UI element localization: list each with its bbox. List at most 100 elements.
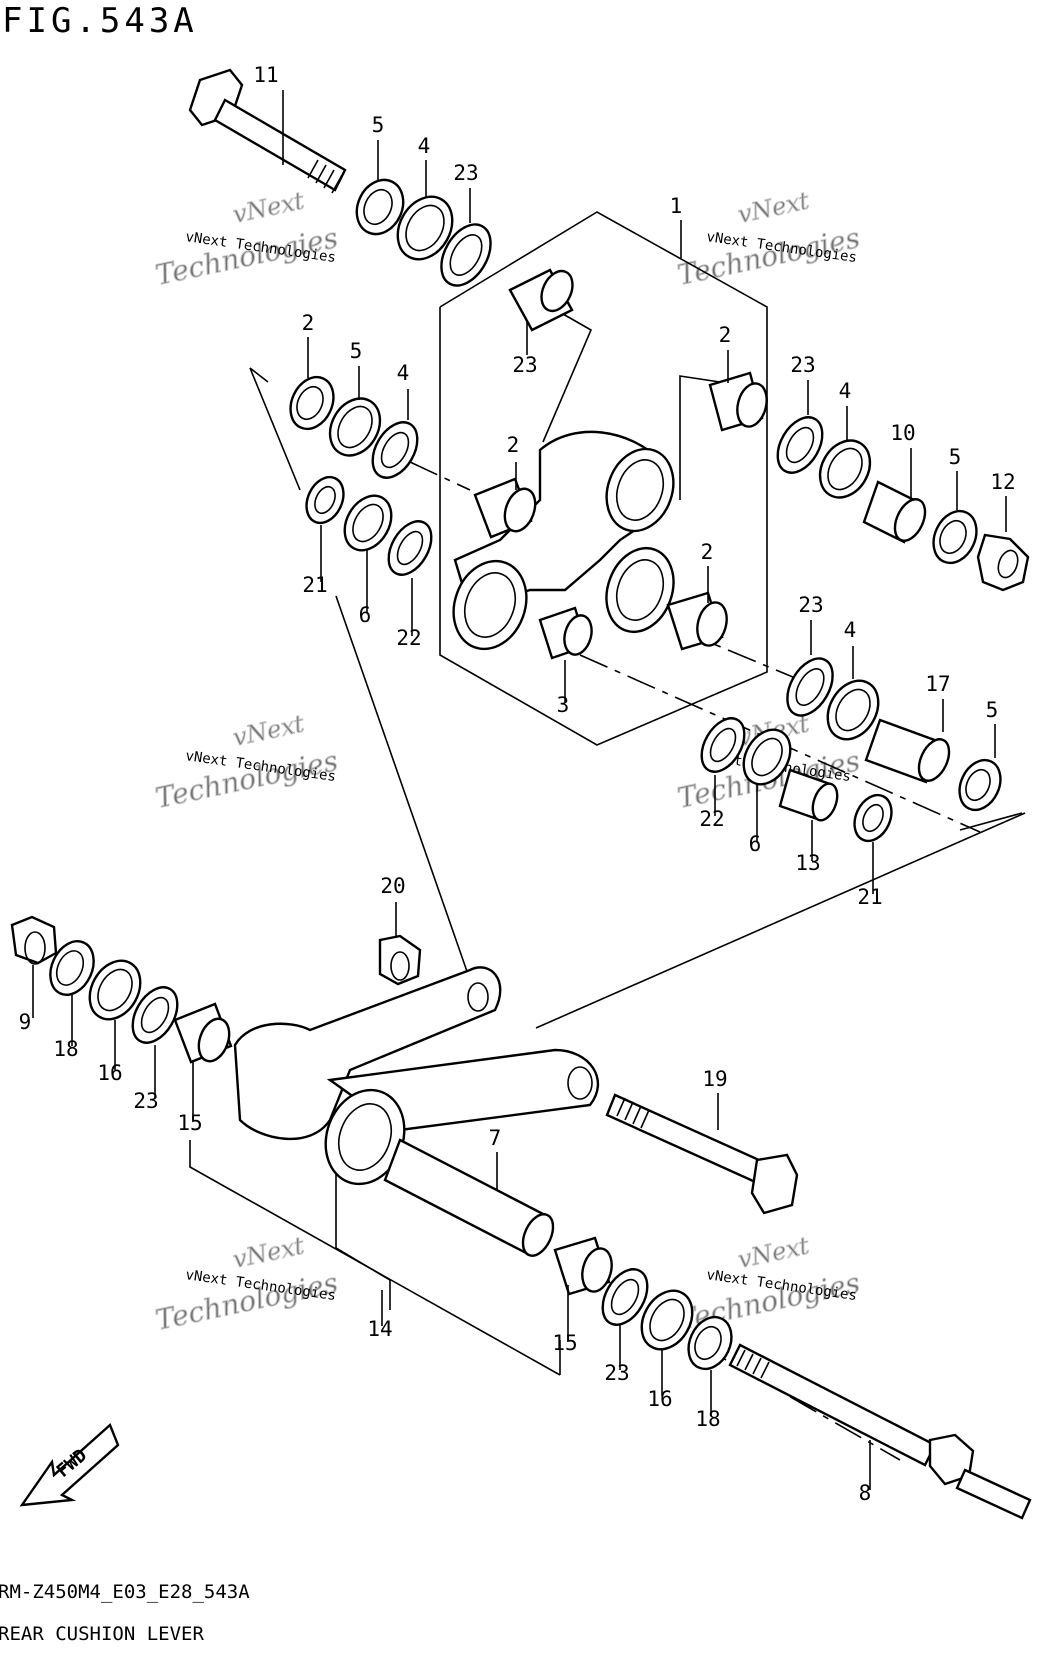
fwd-arrow-icon: FWD xyxy=(19,1422,120,1507)
washer-23-lower-right[interactable] xyxy=(594,1262,657,1333)
svg-text:vNext: vNext xyxy=(735,1231,812,1273)
collar-10[interactable] xyxy=(862,480,931,545)
collar-5-right-top[interactable] xyxy=(925,504,984,570)
bearing-2-c[interactable] xyxy=(473,477,541,539)
bolt-11[interactable] xyxy=(188,68,347,194)
callout-label-2: 2 xyxy=(719,323,732,347)
callout-label-15: 15 xyxy=(552,1331,577,1355)
callout-label-6: 6 xyxy=(359,603,372,627)
seal-16-right[interactable] xyxy=(632,1282,703,1359)
callout-label-4: 4 xyxy=(844,618,857,642)
seal-6-right[interactable] xyxy=(734,721,799,792)
cushion-lever-1[interactable] xyxy=(442,430,685,659)
bracket-14-stem xyxy=(335,1162,391,1310)
callout-label-13: 13 xyxy=(795,851,820,875)
callout-label-7: 7 xyxy=(489,1126,502,1150)
svg-text:vNext: vNext xyxy=(230,186,307,228)
bearing-15-left[interactable] xyxy=(173,1002,235,1065)
washer-23-right-top[interactable] xyxy=(769,410,832,481)
nut-12[interactable] xyxy=(976,533,1030,592)
collar-17[interactable] xyxy=(864,718,955,785)
callout-label-17: 17 xyxy=(925,672,950,696)
cushion-rod-14[interactable] xyxy=(233,966,600,1195)
washer-22-left[interactable] xyxy=(380,514,440,582)
callout-label-9: 9 xyxy=(19,1010,32,1034)
callout-label-6: 6 xyxy=(749,832,762,856)
callout-label-4: 4 xyxy=(418,134,431,158)
callout-label-4: 4 xyxy=(839,379,852,403)
left-phantom-bracket-tip xyxy=(249,367,269,383)
washer-21-right[interactable] xyxy=(847,789,898,847)
collar-7[interactable] xyxy=(383,1138,559,1260)
figure-caption: REAR CUSHION LEVER xyxy=(0,1623,204,1645)
washer-21-left[interactable] xyxy=(299,471,350,529)
upper-right-guide xyxy=(535,812,1026,1029)
washer-23-lower-left[interactable] xyxy=(124,980,187,1051)
callout-label-11: 11 xyxy=(253,63,278,87)
rod-bracket-14 xyxy=(189,1140,561,1376)
callout-label-23: 23 xyxy=(790,353,815,377)
callout-label-23: 23 xyxy=(133,1089,158,1113)
callout-label-15: 15 xyxy=(177,1111,202,1135)
callout-label-8: 8 xyxy=(859,1481,872,1505)
collar-5-top[interactable] xyxy=(348,172,412,241)
bearing-15-right[interactable] xyxy=(553,1236,616,1296)
callout-label-5: 5 xyxy=(372,113,385,137)
callout-label-2: 2 xyxy=(302,311,315,335)
callout-label-2: 2 xyxy=(701,540,714,564)
bolt-19[interactable] xyxy=(605,1093,799,1215)
bolt-8[interactable] xyxy=(728,1343,1032,1520)
bearing-3[interactable] xyxy=(538,606,596,660)
oil-seal-4-left[interactable] xyxy=(320,390,390,465)
left-phantom-bracket xyxy=(249,367,301,491)
svg-text:vNext: vNext xyxy=(735,186,812,228)
oil-seal-4-right-mid[interactable] xyxy=(818,672,889,749)
callout-label-18: 18 xyxy=(53,1037,78,1061)
seal-6-left[interactable] xyxy=(335,487,400,558)
callout-label-12: 12 xyxy=(990,470,1015,494)
callout-label-23: 23 xyxy=(453,161,478,185)
callout-label-5: 5 xyxy=(350,339,363,363)
callout-label-23: 23 xyxy=(512,353,537,377)
nut-9[interactable] xyxy=(10,915,58,965)
washer-23-right-mid[interactable] xyxy=(778,651,842,724)
figure-title: FIG.543A xyxy=(2,1,198,41)
collar-5-right-mid[interactable] xyxy=(952,753,1008,816)
bearing-2-d[interactable] xyxy=(666,591,731,651)
callout-label-16: 16 xyxy=(97,1061,122,1085)
model-code: RM-Z450M4_E03_E28_543A xyxy=(0,1581,250,1603)
washer-23-left[interactable] xyxy=(364,415,427,486)
svg-text:vNext: vNext xyxy=(230,709,307,751)
collar-13[interactable] xyxy=(778,768,842,824)
callout-label-22: 22 xyxy=(699,807,724,831)
washer-23-top[interactable] xyxy=(431,216,500,294)
callout-label-10: 10 xyxy=(890,421,915,445)
collar-18-left[interactable] xyxy=(42,934,102,1002)
washer-22-right[interactable] xyxy=(693,711,753,779)
collar-18-right[interactable] xyxy=(680,1310,739,1376)
callout-label-1: 1 xyxy=(670,194,683,218)
nut-20[interactable] xyxy=(378,934,422,986)
seal-16-left[interactable] xyxy=(80,952,151,1029)
collar-5-left[interactable] xyxy=(282,370,341,436)
long-guide-line xyxy=(335,595,471,981)
oil-seal-4-top[interactable] xyxy=(387,187,463,269)
callout-label-3: 3 xyxy=(557,693,570,717)
callout-label-16: 16 xyxy=(647,1387,672,1411)
callout-label-23: 23 xyxy=(798,593,823,617)
callout-label-21: 21 xyxy=(302,573,327,597)
bearing-2-a[interactable] xyxy=(508,266,579,332)
callout-label-22: 22 xyxy=(396,626,421,650)
callout-label-20: 20 xyxy=(380,874,405,898)
lever-assembly-frame xyxy=(439,211,768,746)
bearing-2-b[interactable] xyxy=(708,371,771,432)
callout-label-14: 14 xyxy=(367,1317,392,1341)
callout-label-5: 5 xyxy=(949,445,962,469)
callout-label-2: 2 xyxy=(507,433,520,457)
callout-label-23: 23 xyxy=(604,1361,629,1385)
callout-label-19: 19 xyxy=(702,1067,727,1091)
oil-seal-4-right-top[interactable] xyxy=(810,432,880,507)
